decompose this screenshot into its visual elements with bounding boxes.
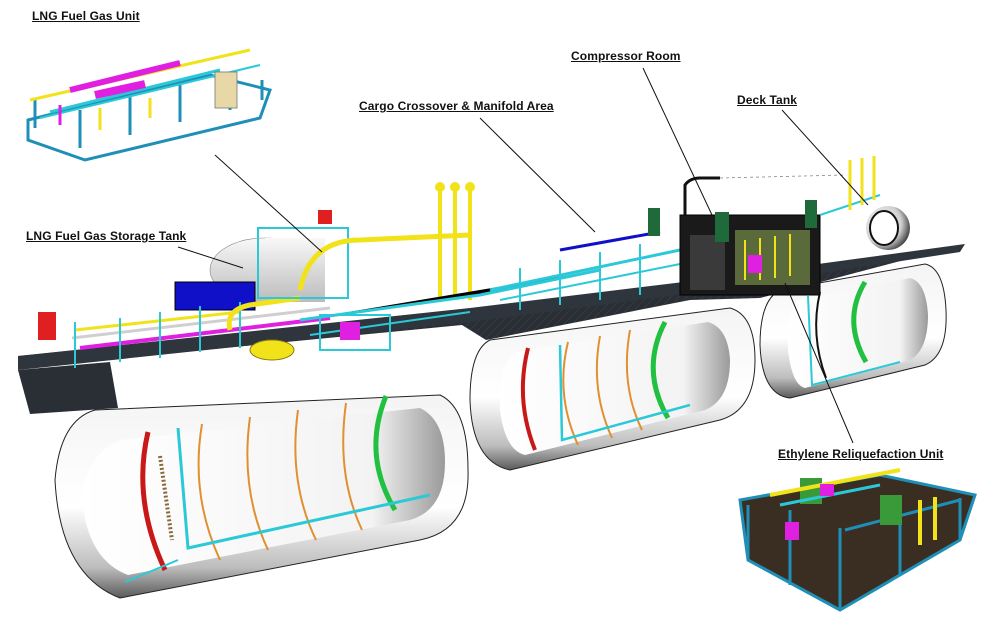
- cargo-tank-1: [54, 394, 469, 599]
- cargo-tank-2: [469, 307, 756, 471]
- label-cargo-crossover-manifold: Cargo Crossover & Manifold Area: [359, 99, 554, 113]
- leader-cargo-crossover: [479, 117, 596, 233]
- compressor-room: [648, 156, 881, 296]
- deck-equipment-center: [257, 182, 691, 351]
- deck-equipment-left: [38, 281, 331, 368]
- leader-lines: [177, 67, 869, 444]
- label-compressor-room: Compressor Room: [571, 49, 681, 63]
- yellow-vessel: [249, 339, 295, 361]
- main-deck-surface: [18, 244, 965, 370]
- label-deck-tank: Deck Tank: [737, 93, 798, 107]
- red-box: [38, 312, 56, 340]
- inset-lng-fuel-gas-unit: [26, 48, 272, 162]
- leader-compressor-room: [642, 67, 713, 216]
- label-lng-fuel-gas-storage-tank: LNG Fuel Gas Storage Tank: [26, 229, 187, 243]
- leader-lng-fuel-gas-unit: [214, 154, 323, 253]
- inset-ethylene-reliquefaction-unit: [738, 468, 977, 612]
- leader-storage-tank: [177, 246, 244, 269]
- deck-tank: [866, 206, 910, 250]
- deck-left-extension: [18, 362, 118, 414]
- leader-ethylene-reliq: [784, 282, 854, 444]
- label-ethylene-reliquefaction-unit: Ethylene Reliquefaction Unit: [778, 447, 944, 461]
- leader-deck-tank: [781, 109, 869, 206]
- cargo-tank-3: [759, 263, 947, 399]
- label-lng-fuel-gas-unit: LNG Fuel Gas Unit: [32, 9, 140, 23]
